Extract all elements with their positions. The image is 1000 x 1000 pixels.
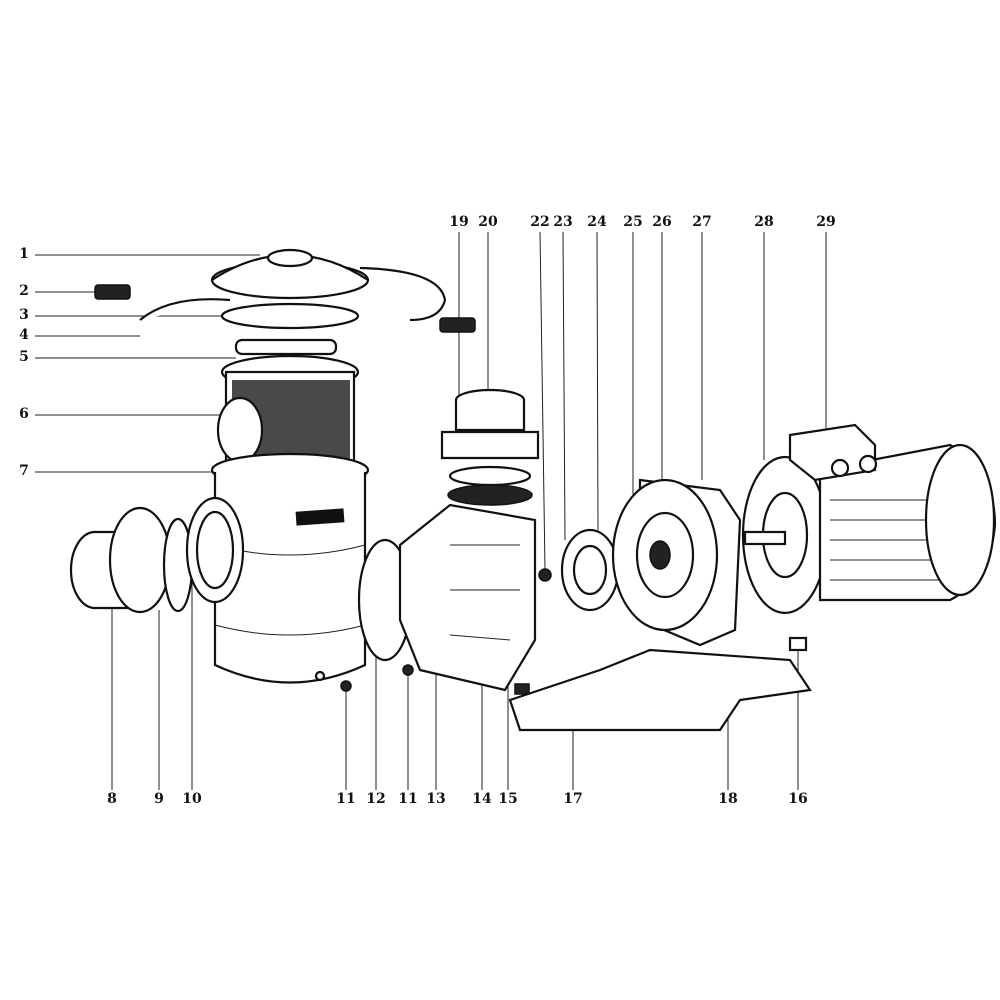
part-label-3: 3: [19, 307, 29, 323]
part-label-5: 5: [19, 349, 29, 365]
part-label-15: 15: [498, 791, 518, 807]
part-label-29: 29: [816, 214, 836, 230]
part-label-9: 9: [154, 791, 164, 807]
part-label-25: 25: [623, 214, 643, 230]
part-label-8: 8: [107, 791, 117, 807]
inlet-union: [69, 496, 245, 614]
part-label-18: 18: [718, 791, 738, 807]
discharge-union: [440, 388, 540, 506]
part-label-19: 19: [449, 214, 469, 230]
part-label-7: 7: [19, 463, 29, 479]
part-label-10: 10: [182, 791, 202, 807]
lid-o-ring: [220, 302, 360, 330]
clamp-knob-right: [439, 317, 476, 333]
part-label-13: 13: [426, 791, 446, 807]
nut: [538, 568, 552, 582]
motor: [741, 423, 997, 615]
part-label-20: 20: [478, 214, 498, 230]
motor-base: [508, 636, 812, 732]
part-label-22: 22: [530, 214, 550, 230]
part-label-23: 23: [553, 214, 573, 230]
part-label-11: 11: [398, 791, 418, 807]
part-label-6: 6: [19, 406, 29, 422]
part-label-27: 27: [692, 214, 712, 230]
strainer-basket: [216, 354, 360, 472]
leader-lines: [35, 231, 827, 790]
part-label-1: 1: [19, 246, 29, 262]
part-label-4: 4: [19, 327, 29, 343]
part-label-11: 11: [336, 791, 356, 807]
part-label-2: 2: [19, 283, 29, 299]
part-label-26: 26: [652, 214, 672, 230]
impeller: [560, 528, 620, 612]
pump-volute: [340, 503, 537, 692]
part-label-14: 14: [472, 791, 492, 807]
lid-clamp: [139, 266, 447, 322]
strainer-lid: [210, 248, 370, 300]
seal-plate: [611, 478, 742, 647]
clamp-gasket: [234, 338, 338, 356]
strainer-housing: [210, 452, 370, 684]
part-label-17: 17: [563, 791, 583, 807]
part-label-12: 12: [366, 791, 386, 807]
part-label-28: 28: [754, 214, 774, 230]
part-label-24: 24: [587, 214, 607, 230]
part-label-16: 16: [788, 791, 808, 807]
clamp-knob-left: [94, 284, 131, 300]
